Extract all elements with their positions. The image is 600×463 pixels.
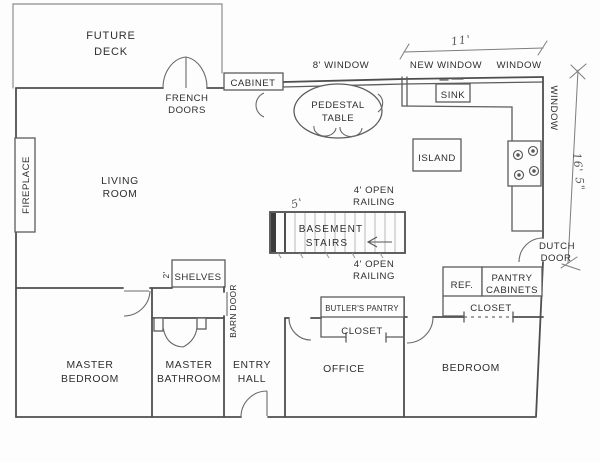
stove-box <box>507 140 542 187</box>
pedestal-table <box>255 83 384 139</box>
office-door-arc <box>288 317 312 341</box>
shelves-box <box>171 259 226 288</box>
bedroom-closet-label: CLOSET <box>470 303 511 314</box>
railing-upper-label-line1: 4' OPEN <box>354 185 395 196</box>
right-side-dim: 16' 5" <box>570 152 587 192</box>
office-closet-label: CLOSET <box>341 326 382 337</box>
basement-stairs-label-line1: BASEMENT <box>299 224 364 235</box>
sink-label: SINK <box>441 90 465 101</box>
fireplace-box <box>14 137 36 233</box>
master-bedroom-label-line1: MASTER <box>67 360 114 371</box>
window-8ft-label: 8' WINDOW <box>313 60 370 71</box>
basement-stairs-label-line2: STAIRS <box>306 238 349 249</box>
entry-hall-label-line2: HALL <box>238 374 266 385</box>
living-room-label-line2: ROOM <box>103 189 138 200</box>
dutch-door-arc <box>518 237 544 263</box>
cabinet-box <box>223 72 284 91</box>
sink-box <box>435 83 471 103</box>
stairs-width-dim: 5' <box>290 196 305 212</box>
pantry-cabinets-box <box>481 266 543 297</box>
front-door-arc <box>240 390 268 418</box>
window-right-label: WINDOW <box>548 85 559 131</box>
shelves-depth-dim: 2' <box>161 271 171 278</box>
chair-bottom-right <box>339 126 363 138</box>
master-bathroom-label-line2: BATHROOM <box>157 374 221 385</box>
new-window-label: NEW WINDOW <box>410 60 483 71</box>
interior-walls <box>15 259 544 418</box>
stove-burners <box>512 145 540 181</box>
railing-lower-label-line2: RAILING <box>353 271 395 282</box>
shelves-label: SHELVES <box>174 272 221 283</box>
basement-stairs <box>269 211 406 259</box>
butlers-pantry-box <box>320 296 405 318</box>
french-doors-arc <box>162 56 208 89</box>
pedestal-table-label-line1: PEDESTAL <box>311 100 365 111</box>
deck-outline <box>12 3 223 89</box>
island-box <box>412 138 462 172</box>
dimension-lines <box>399 40 587 271</box>
railing-upper-label-line2: RAILING <box>353 197 395 208</box>
master-bathroom-label-line1: MASTER <box>166 360 213 371</box>
kitchen-width-dim: 11' <box>450 33 472 49</box>
door-arcs <box>123 237 544 418</box>
sink-faucet-marks <box>439 78 464 81</box>
office-label: OFFICE <box>323 364 365 375</box>
stair-bottom-ticks <box>277 252 384 259</box>
master-bedroom-label-line2: BEDROOM <box>61 374 119 385</box>
dutch-door-label-line2: DOOR <box>541 253 572 264</box>
cabinet-label: CABINET <box>230 78 275 89</box>
dutch-door-label-line1: DUTCH <box>539 241 575 252</box>
bedroom-closet-walls <box>442 295 514 323</box>
bedroom-door-arc <box>406 316 434 344</box>
railing-lower-label-line1: 4' OPEN <box>354 259 395 270</box>
future-deck-label-line1: FUTURE <box>86 30 135 42</box>
chair-bottom-left <box>313 125 337 137</box>
office-closet-walls <box>320 316 405 343</box>
butlers-pantry-label: BUTLER'S PANTRY <box>325 304 399 313</box>
pantry-cabinets-label-line1: PANTRY <box>491 273 532 284</box>
window-top-label: WINDOW <box>496 60 542 71</box>
stairs-direction-arrow <box>366 236 392 248</box>
master-bedroom-door-arc <box>123 290 151 317</box>
french-doors-label-line2: DOORS <box>168 105 206 116</box>
fridge-box <box>442 266 483 297</box>
bathroom-fixtures <box>153 317 207 348</box>
pedestal-table-label-line2: TABLE <box>322 113 354 124</box>
entry-hall-label-line1: ENTRY <box>233 360 271 371</box>
future-deck-label-line2: DECK <box>94 46 128 58</box>
pantry-cabinets-label-line2: CABINETS <box>486 285 538 296</box>
living-room-label-line1: LIVING <box>101 176 139 187</box>
bedroom-label: BEDROOM <box>442 363 500 374</box>
barn-door-label: BARN DOOR <box>228 284 238 337</box>
fridge-label: REF. <box>451 280 474 291</box>
island-label: ISLAND <box>418 153 456 164</box>
chair-left <box>255 92 265 118</box>
chair-right <box>377 93 384 113</box>
dutch-door-pointer <box>561 263 581 271</box>
kitchen-width-dim-line <box>403 47 544 53</box>
right-side-dim-line <box>567 69 579 264</box>
french-doors-label-line1: FRENCH <box>166 93 209 104</box>
fireplace-label: FIREPLACE <box>21 156 32 214</box>
